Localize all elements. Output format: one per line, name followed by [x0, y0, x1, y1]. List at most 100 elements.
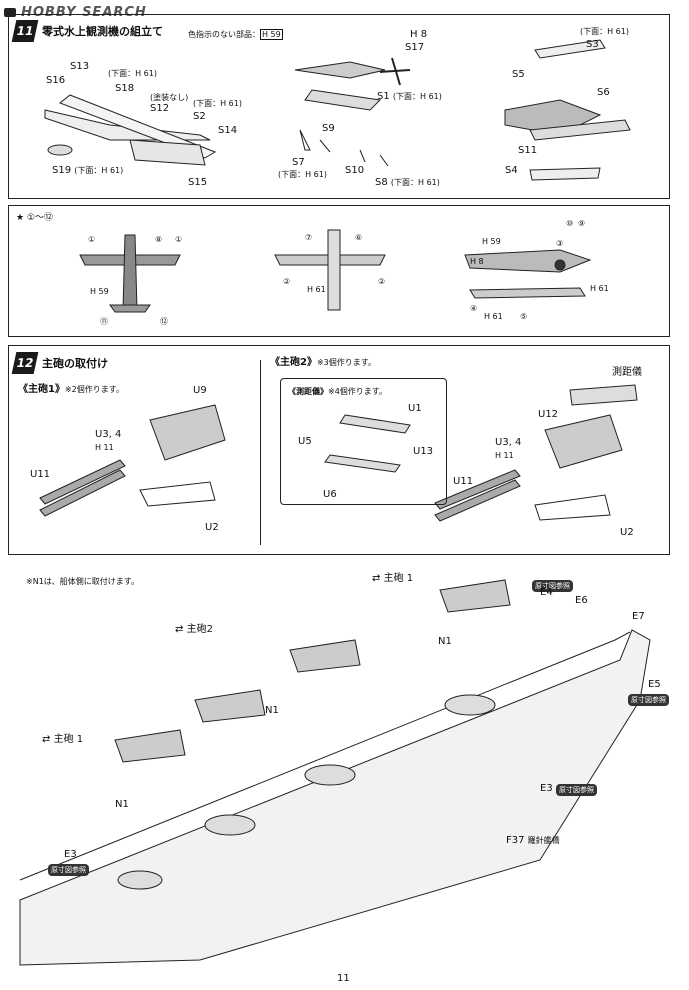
- part-label: S1 (下面：H 61): [377, 91, 442, 102]
- part-label: U11: [30, 469, 51, 480]
- part-label: U2: [620, 527, 634, 538]
- decal-number: ③: [556, 239, 564, 248]
- part-label: S13: [70, 61, 90, 72]
- decal-number: ①: [88, 235, 96, 244]
- part-label: 測距儀: [612, 367, 642, 378]
- part-label: U9: [193, 385, 207, 396]
- part-label: E6: [575, 595, 588, 606]
- part-label: E7: [632, 611, 645, 622]
- decal-number: ⑨: [578, 219, 586, 228]
- ref-tag: 原寸図参照: [532, 580, 573, 592]
- step-11-color-note: 色指示のない部品：H 59: [188, 29, 283, 40]
- part-label: E4: [540, 587, 553, 598]
- swap-icon: ⇄: [42, 734, 51, 745]
- gun1-ref-left: ⇄ 主砲 1: [42, 734, 84, 745]
- decal-number: ⑤: [520, 312, 528, 321]
- part-label: S17: [405, 42, 425, 53]
- part-label: U2: [205, 522, 219, 533]
- decal-number: ④: [470, 304, 478, 313]
- fuselage-part: [44, 109, 211, 141]
- part-sub: (下面：H 61): [193, 99, 242, 108]
- decal-number: ⑫: [160, 317, 168, 326]
- decal-number: ⑦: [305, 233, 313, 242]
- part-label: E3: [540, 783, 553, 794]
- part-label: S7: [292, 157, 305, 168]
- part-label: F37 羅針艦橋: [506, 835, 560, 846]
- part-label: S2: [193, 111, 206, 122]
- page-number: 11: [337, 973, 350, 984]
- gun2-title: 《主砲2》※3個作ります。: [270, 357, 376, 368]
- camera-icon: [4, 8, 16, 17]
- part-label: S15: [188, 177, 208, 188]
- part-label: U6: [323, 489, 337, 500]
- part-label: E5: [648, 679, 661, 690]
- decal-number: ②: [283, 277, 291, 286]
- rangefinder-title: 《測距儀》※4個作ります。: [288, 387, 387, 396]
- part-label: H 61: [307, 285, 326, 294]
- part-label: N1: [265, 705, 279, 716]
- part-label: S3: [586, 39, 599, 50]
- marking-star-label: ★ ①～⑫: [16, 213, 53, 223]
- watermark-text: HOBBY SEARCH: [21, 5, 147, 20]
- part-label: S4: [505, 165, 518, 176]
- decal-number: ⑥: [355, 233, 363, 242]
- part-label: U3, 4: [495, 437, 522, 448]
- part-label: H 61: [484, 312, 503, 321]
- part-label: H 11: [495, 451, 514, 460]
- part-label: N1: [438, 636, 452, 647]
- part-label: H 59: [90, 287, 109, 296]
- part-sub: (下面：H 61): [278, 170, 327, 179]
- part-sub: (下面：H 61): [108, 69, 157, 78]
- part-label: S8 (下面：H 61): [375, 177, 440, 188]
- part-label: U5: [298, 436, 312, 447]
- hobby-search-logo: HOBBY SEARCH: [4, 2, 147, 21]
- marking-panel: [8, 205, 670, 337]
- gun2-ref: ⇄ 主砲2: [175, 624, 213, 635]
- swap-icon: ⇄: [175, 624, 184, 635]
- rangefinder-inset: [280, 378, 447, 505]
- part-label: S6: [597, 87, 610, 98]
- part-label: U13: [413, 446, 434, 457]
- swap-icon: ⇄: [372, 573, 381, 584]
- part-label: S11: [518, 145, 538, 156]
- part-label: H 59: [482, 237, 501, 246]
- part-label: S10: [345, 165, 365, 176]
- part-label: S16: [46, 75, 66, 86]
- decal-number: ①: [175, 235, 183, 244]
- decal-number: ⑪: [100, 317, 108, 326]
- part-label: S14: [218, 125, 238, 136]
- part-label: H 61: [590, 284, 609, 293]
- ref-tag: 原寸図参照: [556, 784, 597, 796]
- step-11-panel: [8, 14, 670, 199]
- part-label: H 8: [410, 29, 428, 40]
- step-11-title: 零式水上観測機の組立て: [42, 25, 163, 38]
- part-label: N1: [115, 799, 129, 810]
- decal-number: ⑩: [566, 219, 574, 228]
- part-label: U1: [408, 403, 422, 414]
- step-12-number: 12: [11, 352, 39, 374]
- part-label: S18: [115, 83, 135, 94]
- part-label: S19 (下面：H 61): [52, 165, 124, 176]
- decal-number: ②: [378, 277, 386, 286]
- part-label: E3: [64, 849, 77, 860]
- part-sub: (下面：H 61): [580, 27, 629, 36]
- part-label: S12: [150, 103, 170, 114]
- step-12-panel: [8, 345, 670, 555]
- part-label: S5: [512, 69, 525, 80]
- wing-part: [59, 94, 217, 159]
- decal-number: ⑧: [155, 235, 163, 244]
- part-label: U11: [453, 476, 474, 487]
- hull-note: ※N1は、船体側に取付けます。: [26, 577, 139, 586]
- part-label: H 11: [95, 443, 114, 452]
- part-label: U3, 4: [95, 429, 122, 440]
- part-label: U12: [538, 409, 559, 420]
- part-sub: (塗装なし): [150, 93, 189, 102]
- ref-tag: 原寸図参照: [628, 694, 669, 706]
- ref-tag: 原寸図参照: [48, 864, 89, 876]
- gun1-title: 《主砲1》※2個作ります。: [18, 384, 124, 395]
- gun1-ref-top: ⇄ 主砲 1: [372, 573, 414, 584]
- part-label: H 8: [470, 257, 484, 266]
- step-12-divider: [260, 360, 261, 545]
- step-12-title: 主砲の取付け: [42, 357, 108, 370]
